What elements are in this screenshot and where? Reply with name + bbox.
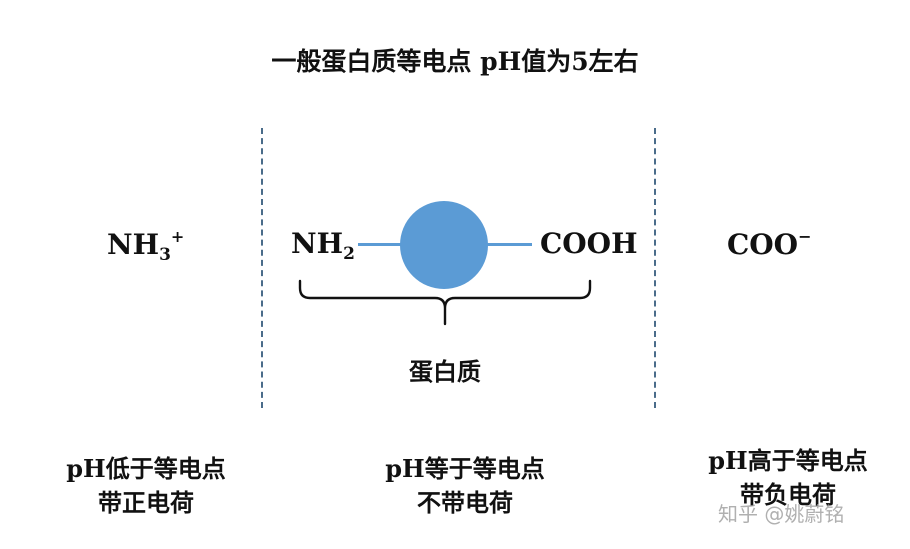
carboxylate-main: COO <box>727 228 799 261</box>
right-divider <box>654 128 656 408</box>
condition-above-pi: pH高于等电点 带负电荷 <box>658 444 910 511</box>
condition-above-pi-line1: pH高于等电点 <box>708 446 868 475</box>
amino-subscript: 2 <box>343 244 355 264</box>
condition-equal-pi-line2: 不带电荷 <box>417 487 513 517</box>
protein-label: 蛋白质 <box>409 357 481 386</box>
ammonium-main: NH <box>107 228 160 261</box>
carboxylate-superscript: − <box>798 227 812 246</box>
condition-above-pi-line2: 带负电荷 <box>740 479 836 509</box>
condition-below-pi-line1: pH低于等电点 <box>66 454 226 483</box>
watermark: 知乎 @姚蔚铭 <box>718 502 845 526</box>
brace-path <box>298 279 592 326</box>
ammonium-superscript: + <box>170 227 185 246</box>
protein-sphere <box>400 201 488 289</box>
ammonium-formula: NH3+ <box>107 227 184 265</box>
carboxylate-formula: COO− <box>727 227 811 261</box>
amino-main: NH <box>291 227 344 260</box>
left-divider <box>261 128 263 408</box>
right-bond <box>486 243 532 246</box>
condition-below-pi-line2: 带正电荷 <box>98 487 194 517</box>
condition-below-pi: pH低于等电点 带正电荷 <box>16 452 276 519</box>
ammonium-subscript: 3 <box>159 245 171 265</box>
diagram-title: 一般蛋白质等电点 pH值为5左右 <box>271 47 639 76</box>
condition-equal-pi-line1: pH等于等电点 <box>385 454 545 483</box>
curly-brace <box>298 279 592 326</box>
left-bond <box>358 243 402 246</box>
condition-equal-pi: pH等于等电点 不带电荷 <box>335 452 595 519</box>
amino-group: NH2 <box>291 227 355 264</box>
carboxyl-group: COOH <box>540 227 638 260</box>
